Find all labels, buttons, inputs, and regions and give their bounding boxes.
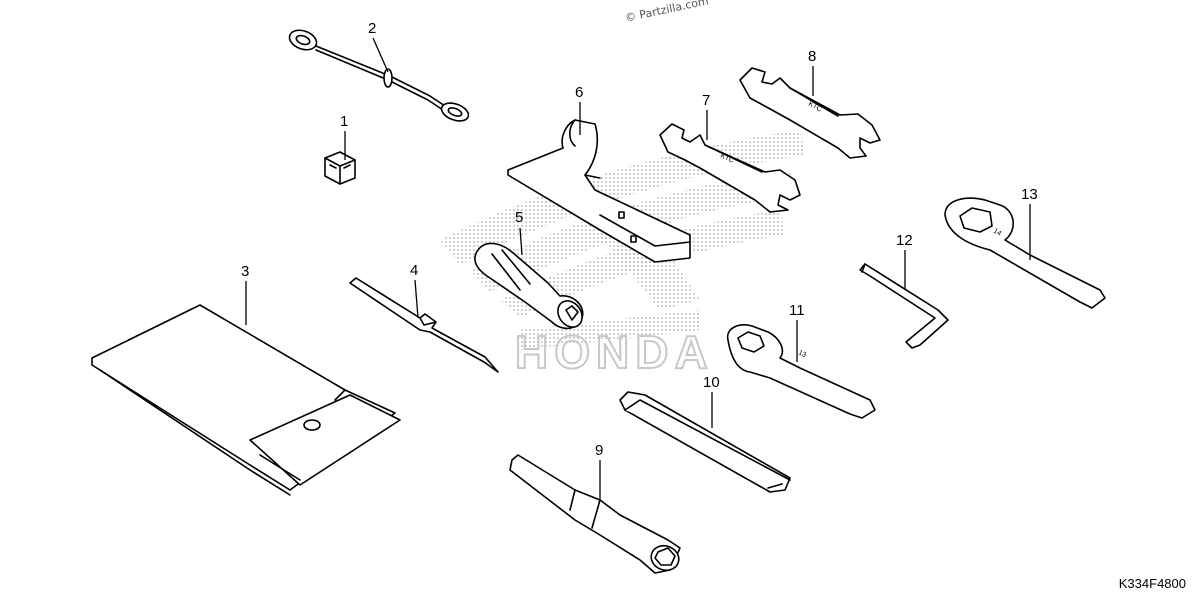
- callout-3: 3: [241, 263, 250, 280]
- watermark-text: HONDA: [515, 326, 714, 378]
- callout-8: 8: [808, 48, 817, 65]
- callout-11: 11: [789, 302, 805, 319]
- part-13-box-wrench: 14: [944, 197, 1106, 309]
- part-7-open-end-wrench: KTC: [659, 123, 801, 213]
- part-11-box-wrench: 13: [726, 324, 876, 419]
- callout-4: 4: [410, 262, 419, 279]
- part-6-pin-spanner: [507, 119, 691, 263]
- part-8-open-end-wrench: KTC: [739, 67, 881, 159]
- svg-text:13: 13: [797, 349, 807, 359]
- callout-5: 5: [515, 209, 524, 226]
- part-12-hex-key: [859, 263, 949, 349]
- diagram-code: K334F4800: [1118, 576, 1186, 591]
- callout-12: 12: [896, 232, 913, 249]
- callout-13: 13: [1021, 186, 1038, 203]
- part-4-screwdriver-blade: [349, 277, 499, 373]
- part-5-screwdriver-handle: [474, 242, 584, 330]
- callout-7: 7: [702, 92, 711, 109]
- part-1-clip: [324, 151, 356, 185]
- part-2-cable: [288, 29, 470, 122]
- callout-6: 6: [575, 84, 584, 101]
- svg-text:14: 14: [992, 228, 1002, 238]
- part-10-extension-bar: [619, 391, 791, 493]
- callout-2: 2: [368, 20, 377, 37]
- callout-10: 10: [703, 374, 720, 391]
- part-9-plug-wrench: [509, 454, 681, 574]
- part-3-tool-bag: [91, 304, 401, 496]
- callout-1: 1: [340, 113, 349, 130]
- callout-9: 9: [595, 442, 604, 459]
